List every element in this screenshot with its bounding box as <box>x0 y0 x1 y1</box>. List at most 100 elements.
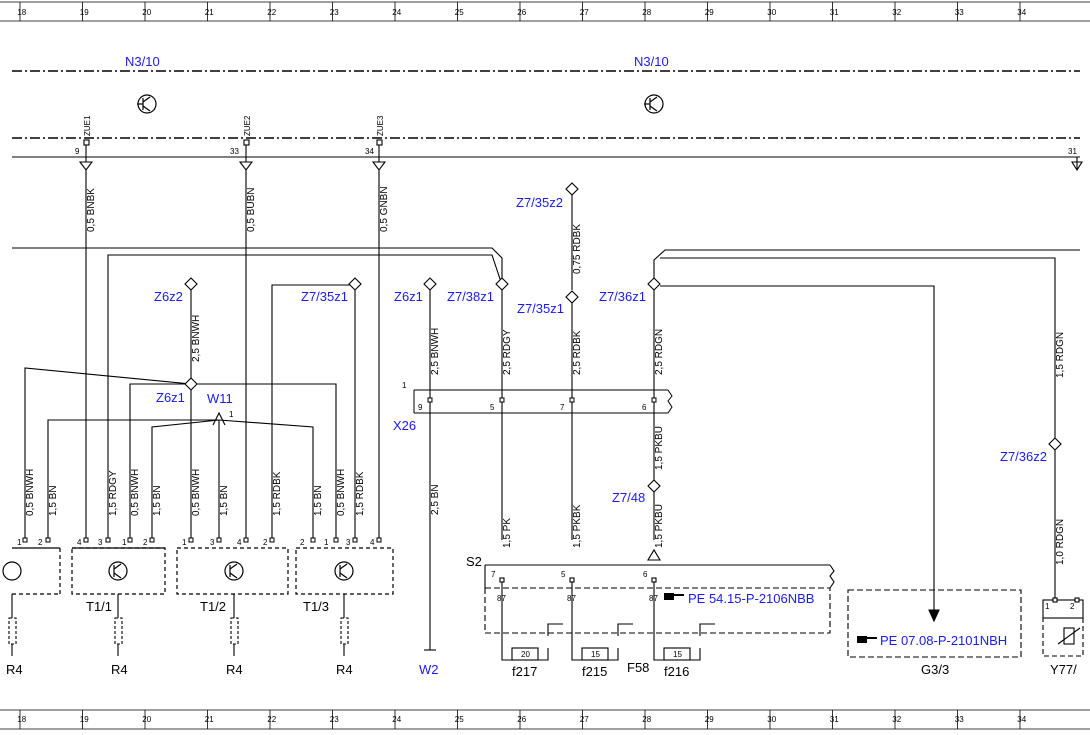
fuse-block-label-f58: F58 <box>627 660 649 675</box>
component-label-s2: S2 <box>466 554 482 569</box>
pin-number-31: 31 <box>1068 147 1077 156</box>
grid-column-number: 27 <box>580 715 589 724</box>
pin-number: 6 <box>643 570 648 579</box>
pin-number: 2 <box>143 538 148 547</box>
node-label-z7-36z1: Z7/36z1 <box>599 289 646 304</box>
pin-number-x26-5: 5 <box>490 403 495 412</box>
component-box-g3-3 <box>847 589 1022 658</box>
wire-label-rdbk-075: 0,75 RDBK <box>572 224 583 274</box>
grid-column-number: 34 <box>1017 8 1026 17</box>
pin-number-x26-6: 6 <box>642 403 647 412</box>
pin-number: 7 <box>491 570 496 579</box>
grid-column-number: 29 <box>705 8 714 17</box>
component-label-t1-3: T1/3 <box>303 599 329 614</box>
wire-label-bn-15: 1,5 BN <box>152 485 163 516</box>
wire-label-bnwh-05: 0,5 BNWH <box>130 469 141 516</box>
grid-column-number: 27 <box>580 8 589 17</box>
grid-column-number: 28 <box>642 8 651 17</box>
wire-label-pkbk-15: 1,5 PKBK <box>572 504 583 548</box>
grid-column-number: 30 <box>767 8 776 17</box>
wire-label-bnwh-25: 2,5 BNWH <box>430 328 441 375</box>
wire-label-rdbk-15: 1,5 RDBK <box>272 471 283 516</box>
grid-column-number: 19 <box>80 715 89 724</box>
grid-column-number: 22 <box>267 715 276 724</box>
fuse-rating: 20 <box>521 650 530 659</box>
pin-number: 87 <box>567 594 576 603</box>
pin-number: 2 <box>1070 602 1075 611</box>
wire-label-bnwh-25: 2,5 BNWH <box>191 315 202 362</box>
grid-column-number: 18 <box>17 8 26 17</box>
wire-label-rdgn-25: 2,5 RDGN <box>654 329 665 375</box>
fuse-label-f217: f217 <box>512 664 537 679</box>
transistor-module-t1-3 <box>295 547 394 595</box>
grid-column-number: 26 <box>517 715 526 724</box>
wire-label-rdbk-25: 2,5 RDBK <box>572 330 583 375</box>
transistor-module-t1-2 <box>176 547 289 595</box>
node-label-z7-35z1: Z7/35z1 <box>301 289 348 304</box>
connector-x26 <box>413 389 673 414</box>
grid-column-number: 26 <box>517 8 526 17</box>
grid-column-number: 21 <box>205 715 214 724</box>
hand-pointer-icon <box>857 636 877 643</box>
wire-label-rdgy-15: 1,5 RDGY <box>108 470 119 516</box>
pin-label-zue3: ZUE3 <box>376 115 385 136</box>
wire-label-rdgn-10: 1,0 RDGN <box>1055 519 1066 565</box>
pin-number: 87 <box>497 594 506 603</box>
node-label-w11: W11 <box>207 391 233 406</box>
grid-column-number: 28 <box>642 715 651 724</box>
grid-column-number: 21 <box>205 8 214 17</box>
grid-column-number: 33 <box>955 8 964 17</box>
wire-label-bubn: 0,5 BUBN <box>246 188 257 232</box>
wire-label-rdbk-15: 1,5 RDBK <box>355 471 366 516</box>
pin-number-x26-7: 7 <box>560 403 565 412</box>
pin-number: 1 <box>17 538 22 547</box>
connector-pin-icon <box>22 537 382 543</box>
wire-label-bnbk: 0,5 BNBK <box>86 188 97 232</box>
module-n3-10-boundary <box>12 70 1080 158</box>
wire-label-rdgn-15: 1,5 RDGN <box>1055 332 1066 378</box>
wire-label-bn-15: 1,5 BN <box>48 485 59 516</box>
grid-column-number: 23 <box>330 8 339 17</box>
pin-label-zue1: ZUE1 <box>83 115 92 136</box>
component-label-r4: R4 <box>226 662 243 677</box>
grid-column-number: 18 <box>17 715 26 724</box>
pin-number: 3 <box>98 538 103 547</box>
pin-number-34: 34 <box>365 147 374 156</box>
component-label-y77: Y77/ <box>1050 662 1077 677</box>
connector-label-x26: X26 <box>393 418 416 433</box>
pin-number: 2 <box>263 538 268 547</box>
grid-column-number: 31 <box>830 715 839 724</box>
node-label-z7-35z2: Z7/35z2 <box>516 195 563 210</box>
wire-label-gnbn: 0,5 GNBN <box>379 186 390 232</box>
pin-number-w11: 1 <box>229 410 234 419</box>
node-label-z6z2: Z6z2 <box>154 289 183 304</box>
grid-column-number: 25 <box>455 8 464 17</box>
reference-link-pe-5415[interactable]: PE 54.15-P-2106NBB <box>688 591 814 606</box>
component-y77 <box>1042 597 1084 657</box>
pin-number: 1 <box>324 538 329 547</box>
grid-column-number: 20 <box>142 8 151 17</box>
node-label-z6z1: Z6z1 <box>156 390 185 405</box>
wire-label-rdgy-25: 2,5 RDGY <box>502 329 513 375</box>
grid-column-number: 19 <box>80 8 89 17</box>
component-label-r4: R4 <box>6 662 23 677</box>
pin-number-33: 33 <box>230 147 239 156</box>
node-label-z7-35z1: Z7/35z1 <box>517 301 564 316</box>
hand-pointer-icon <box>664 593 684 600</box>
node-label-z6z1: Z6z1 <box>394 289 423 304</box>
reference-link-pe-0708[interactable]: PE 07.08-P-2101NBH <box>880 633 1007 648</box>
wire-label-bn-15: 1,5 BN <box>219 485 230 516</box>
grid-column-number: 33 <box>955 715 964 724</box>
wiring-lines <box>12 170 1080 651</box>
wire-label-pkbu-15: 1,5 PKBU <box>654 504 665 548</box>
grid-column-number: 29 <box>705 715 714 724</box>
grid-column-number: 34 <box>1017 715 1026 724</box>
pin-number: 3 <box>346 538 351 547</box>
component-label-g3-3: G3/3 <box>921 662 949 677</box>
ground-label-w2: W2 <box>419 662 439 677</box>
grid-column-number: 22 <box>267 8 276 17</box>
wire-label-bn-25: 2,5 BN <box>430 484 441 515</box>
